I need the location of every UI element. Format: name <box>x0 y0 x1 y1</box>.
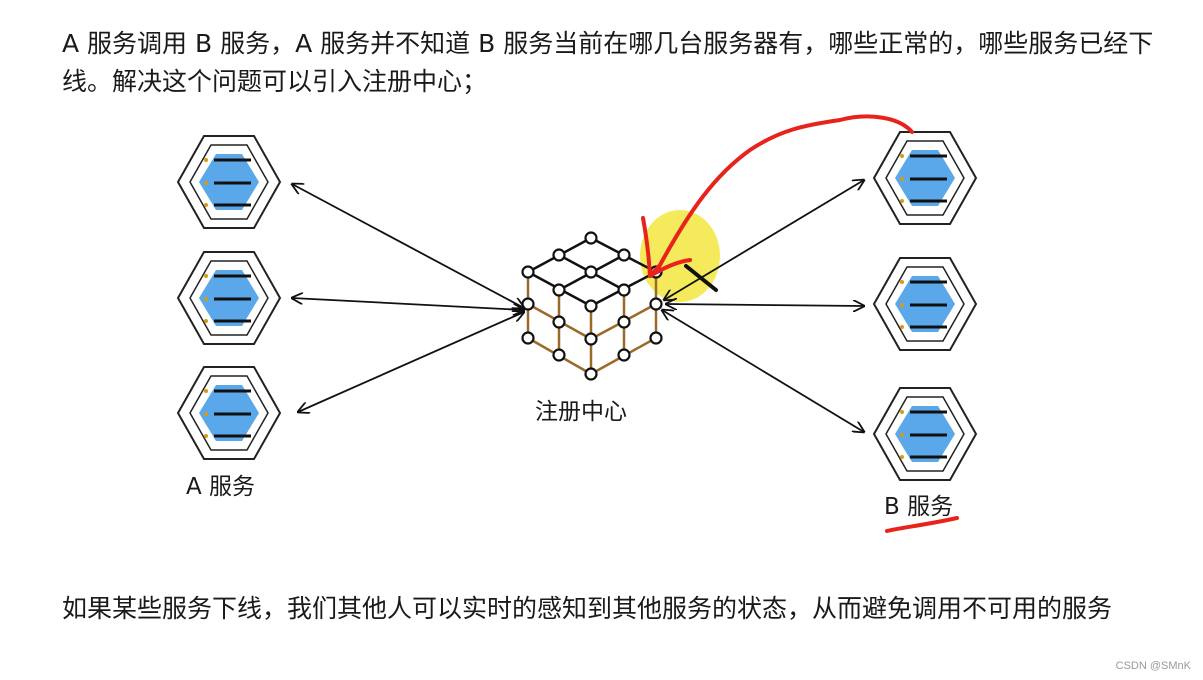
registry-label: 注册中心 <box>535 399 627 425</box>
service-a-node-2 <box>176 250 282 346</box>
service-a-node-1 <box>176 134 282 230</box>
arrow-a2-registry <box>292 298 524 310</box>
service-b-node-2 <box>872 256 978 352</box>
arrow-registry-b1 <box>664 180 864 300</box>
arrow-registry-b2 <box>666 304 864 306</box>
service-b-node-3 <box>872 386 978 482</box>
arrow-registry-b3 <box>662 310 864 432</box>
service-a-label: A 服务 <box>186 474 255 500</box>
service-a-node-3 <box>176 365 282 461</box>
pen-cursor-mark <box>684 264 718 292</box>
red-annotation-arrow <box>641 114 914 278</box>
watermark: CSDN @SMnK <box>1115 660 1191 672</box>
arrow-a3-registry <box>298 312 524 412</box>
intro-paragraph: A 服务调用 B 服务，A 服务并不知道 B 服务当前在哪几台服务器有，哪些正常… <box>62 29 1154 96</box>
conclusion-paragraph: 如果某些服务下线，我们其他人可以实时的感知到其他服务的状态，从而避免调用不可用的… <box>62 594 1113 623</box>
service-b-label: B 服务 <box>884 494 953 520</box>
service-b-node-1 <box>872 130 978 226</box>
red-underline <box>885 516 959 533</box>
registry-cube-icon <box>526 272 658 376</box>
arrow-a1-registry <box>292 184 524 308</box>
highlight-mark <box>640 210 720 302</box>
